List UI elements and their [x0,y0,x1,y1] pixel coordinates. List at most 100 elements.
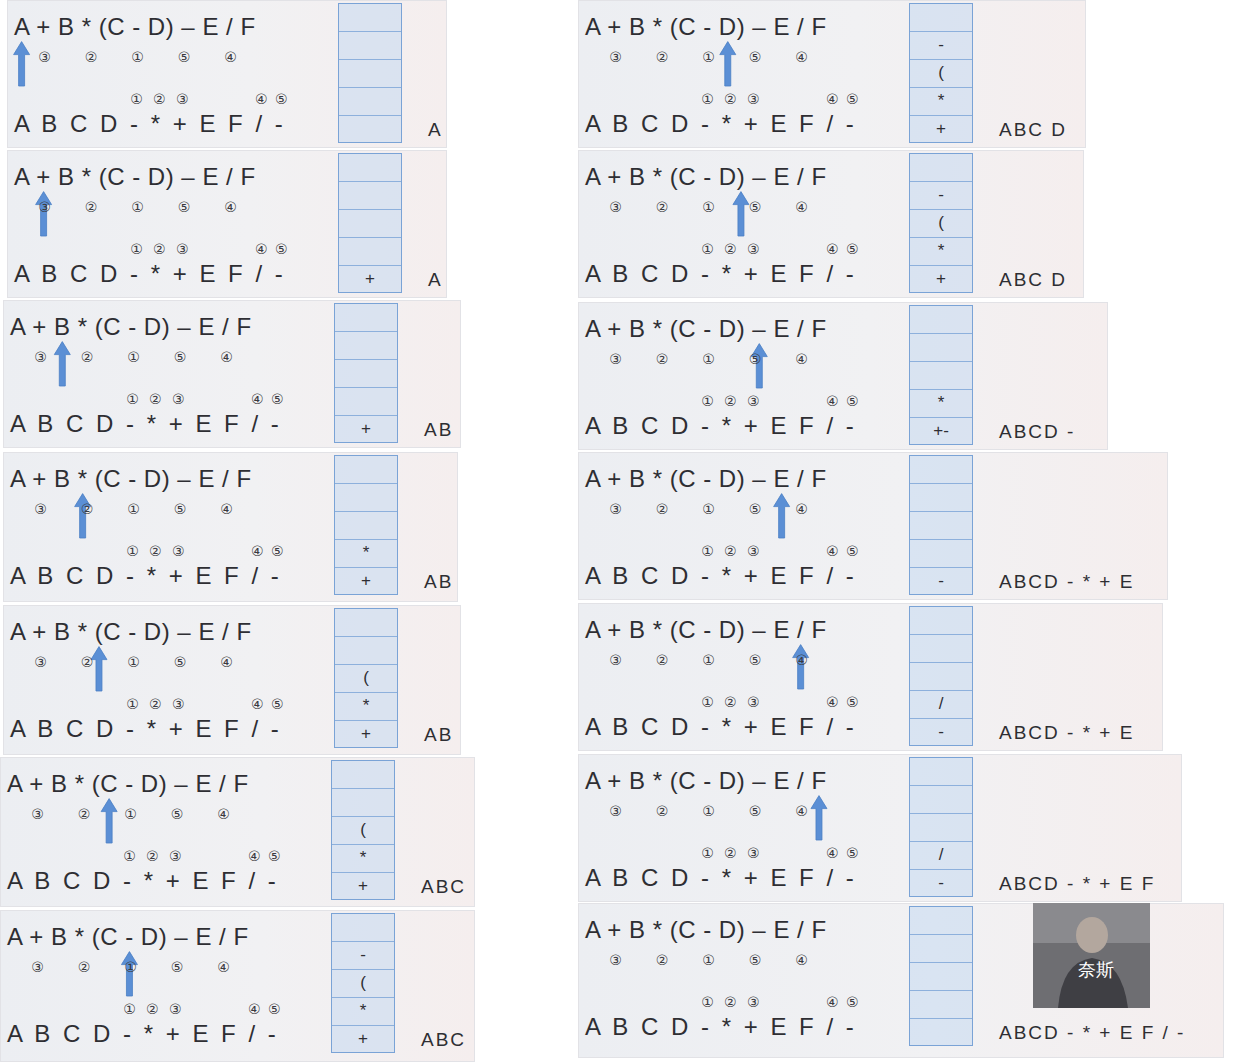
postfix-order: ① ② ③ [701,543,759,559]
operator-order: ③ ② ① ⑤ ④ [609,49,808,65]
stack-operator: - [910,181,972,209]
postfix-expression: A B C D - * + E F / - [585,562,857,590]
scan-pointer [75,494,91,538]
stack-cell [910,362,972,390]
operator-order: ③ ② ① ⑤ ④ [609,351,808,367]
postfix-order: ④ ⑤ [826,393,859,409]
output-sequence: AB [424,724,453,746]
stack-operator: ( [332,969,394,997]
step-panel: A + B * (C - D) – E / F③ ② ① ⑤ ④① ② ③④ ⑤… [578,754,1182,902]
stack-cell [339,154,401,182]
operator-order: ③ ② ① ⑤ ④ [31,959,230,975]
stack-cell [335,484,397,512]
stack-cell [339,210,401,238]
postfix-order: ① ② ③ [126,391,184,407]
stack-operator: - [910,869,972,897]
video-overlay [1033,903,1150,1008]
stack-cell [332,789,394,817]
infix-expression: A + B * (C - D) – E / F [585,767,827,795]
stack-cell [335,456,397,484]
stack-operator: +- [910,417,972,445]
output-sequence: ABC D [999,119,1067,141]
operator-order: ③ ② ① ⑤ ④ [609,803,808,819]
stack-cell [910,991,972,1019]
stack-operator: * [335,692,397,720]
stack-operator: / [910,841,972,869]
postfix-order: ④ ⑤ [826,91,859,107]
stack-cell [339,88,401,116]
postfix-expression: A B C D - * + E F / - [585,713,857,741]
step-panel: A + B * (C - D) – E / F③ ② ① ⑤ ④① ② ③④ ⑤… [0,910,475,1062]
stack-operator: ( [332,816,394,844]
output-sequence: ABCD - [999,421,1075,443]
scan-pointer [733,192,749,236]
postfix-order: ④ ⑤ [826,994,859,1010]
stack-cell [339,4,401,32]
stack-cell [910,663,972,691]
scan-pointer [720,42,736,86]
step-panel: A + B * (C - D) – E / F ③ ② ① ⑤ ④ ① ② ③ ④ ⑤… [578,302,1108,450]
infix-expression: A + B * (C - D) – E / F [585,315,827,343]
stack-operator: + [332,1025,394,1053]
stack-operator: - [910,718,972,746]
postfix-order: ① ② ③ [701,393,759,409]
output-sequence: ABC D [999,269,1067,291]
postfix-order: ④ ⑤ [248,848,281,864]
step-panel: A + B * (C - D) – E / F③ ② ① ⑤ ④① ② ③④ ⑤… [3,300,461,448]
infix-expression: A + B * (C - D) – E / F [585,465,827,493]
stack-operator: - [910,31,972,59]
stack-cell [910,635,972,663]
operator-order: ③ ② ① ⑤ ④ [38,49,237,65]
infix-expression: A + B * (C - D) – E / F [585,616,827,644]
operator-stack: - [909,455,973,595]
operator-order: ③ ② ① ⑤ ④ [34,654,233,670]
operator-order: ③ ② ① ⑤ ④ [609,501,808,517]
operator-stack: -(*+ [909,3,973,143]
video-caption: 奈斯 [1078,958,1114,982]
postfix-expression: A B C D - * + E F / - [585,260,857,288]
stack-operator: ( [910,59,972,87]
stack-cell [335,332,397,360]
stack-cell [332,761,394,789]
output-sequence: ABCD - * + E [999,571,1134,593]
operator-order: ③ ② ① ⑤ ④ [34,349,233,365]
stack-cell [339,32,401,60]
output-sequence: ABCD - * + E [999,722,1134,744]
stack-cell [335,360,397,388]
postfix-order: ① ② ③ [130,91,188,107]
postfix-order: ① ② ③ [701,845,759,861]
scan-pointer [91,647,107,691]
infix-expression: A + B * (C - D) – E / F [10,618,252,646]
output-sequence: ABC [421,1029,466,1051]
operator-order: ③ ② ① ⑤ ④ [31,806,230,822]
stack-operator: * [335,539,397,567]
output-sequence: A [428,119,443,141]
postfix-expression: A B C D - * + E F / - [14,110,286,138]
video-wall [1033,903,1150,943]
infix-expression: A + B * (C - D) – E / F [10,313,252,341]
step-panel: A + B * (C - D) – E / F③ ② ① ⑤ ④① ② ③④ ⑤… [0,757,475,907]
operator-stack: (*+ [334,608,398,748]
operator-order: ③ ② ① ⑤ ④ [38,199,237,215]
scan-pointer [14,42,30,86]
stack-cell [910,935,972,963]
stack-cell [335,609,397,637]
stack-operator: / [910,690,972,718]
output-sequence: ABC [421,876,466,898]
postfix-expression: A B C D - * + E F / - [7,1020,279,1048]
video-face [1076,917,1108,953]
step-panel: A + B * (C - D) – E / F③ ② ① ⑤ ④① ② ③④ ⑤… [578,452,1168,600]
postfix-expression: A B C D - * + E F / - [585,110,857,138]
stack-cell [910,512,972,540]
scan-pointer [751,344,767,388]
step-panel: A + B * (C - D) – E / F③ ② ① ⑤ ④① ② ③④ ⑤… [578,603,1163,751]
postfix-expression: A B C D - * + E F / - [10,562,282,590]
stack-cell [910,814,972,842]
postfix-expression: A B C D - * + E F / - [7,867,279,895]
operator-stack: (*+ [331,760,395,900]
operator-stack: -(*+ [909,153,973,293]
stack-cell [910,456,972,484]
stack-cell [910,963,972,991]
stack-operator: + [332,872,394,900]
stack-cell [339,60,401,88]
